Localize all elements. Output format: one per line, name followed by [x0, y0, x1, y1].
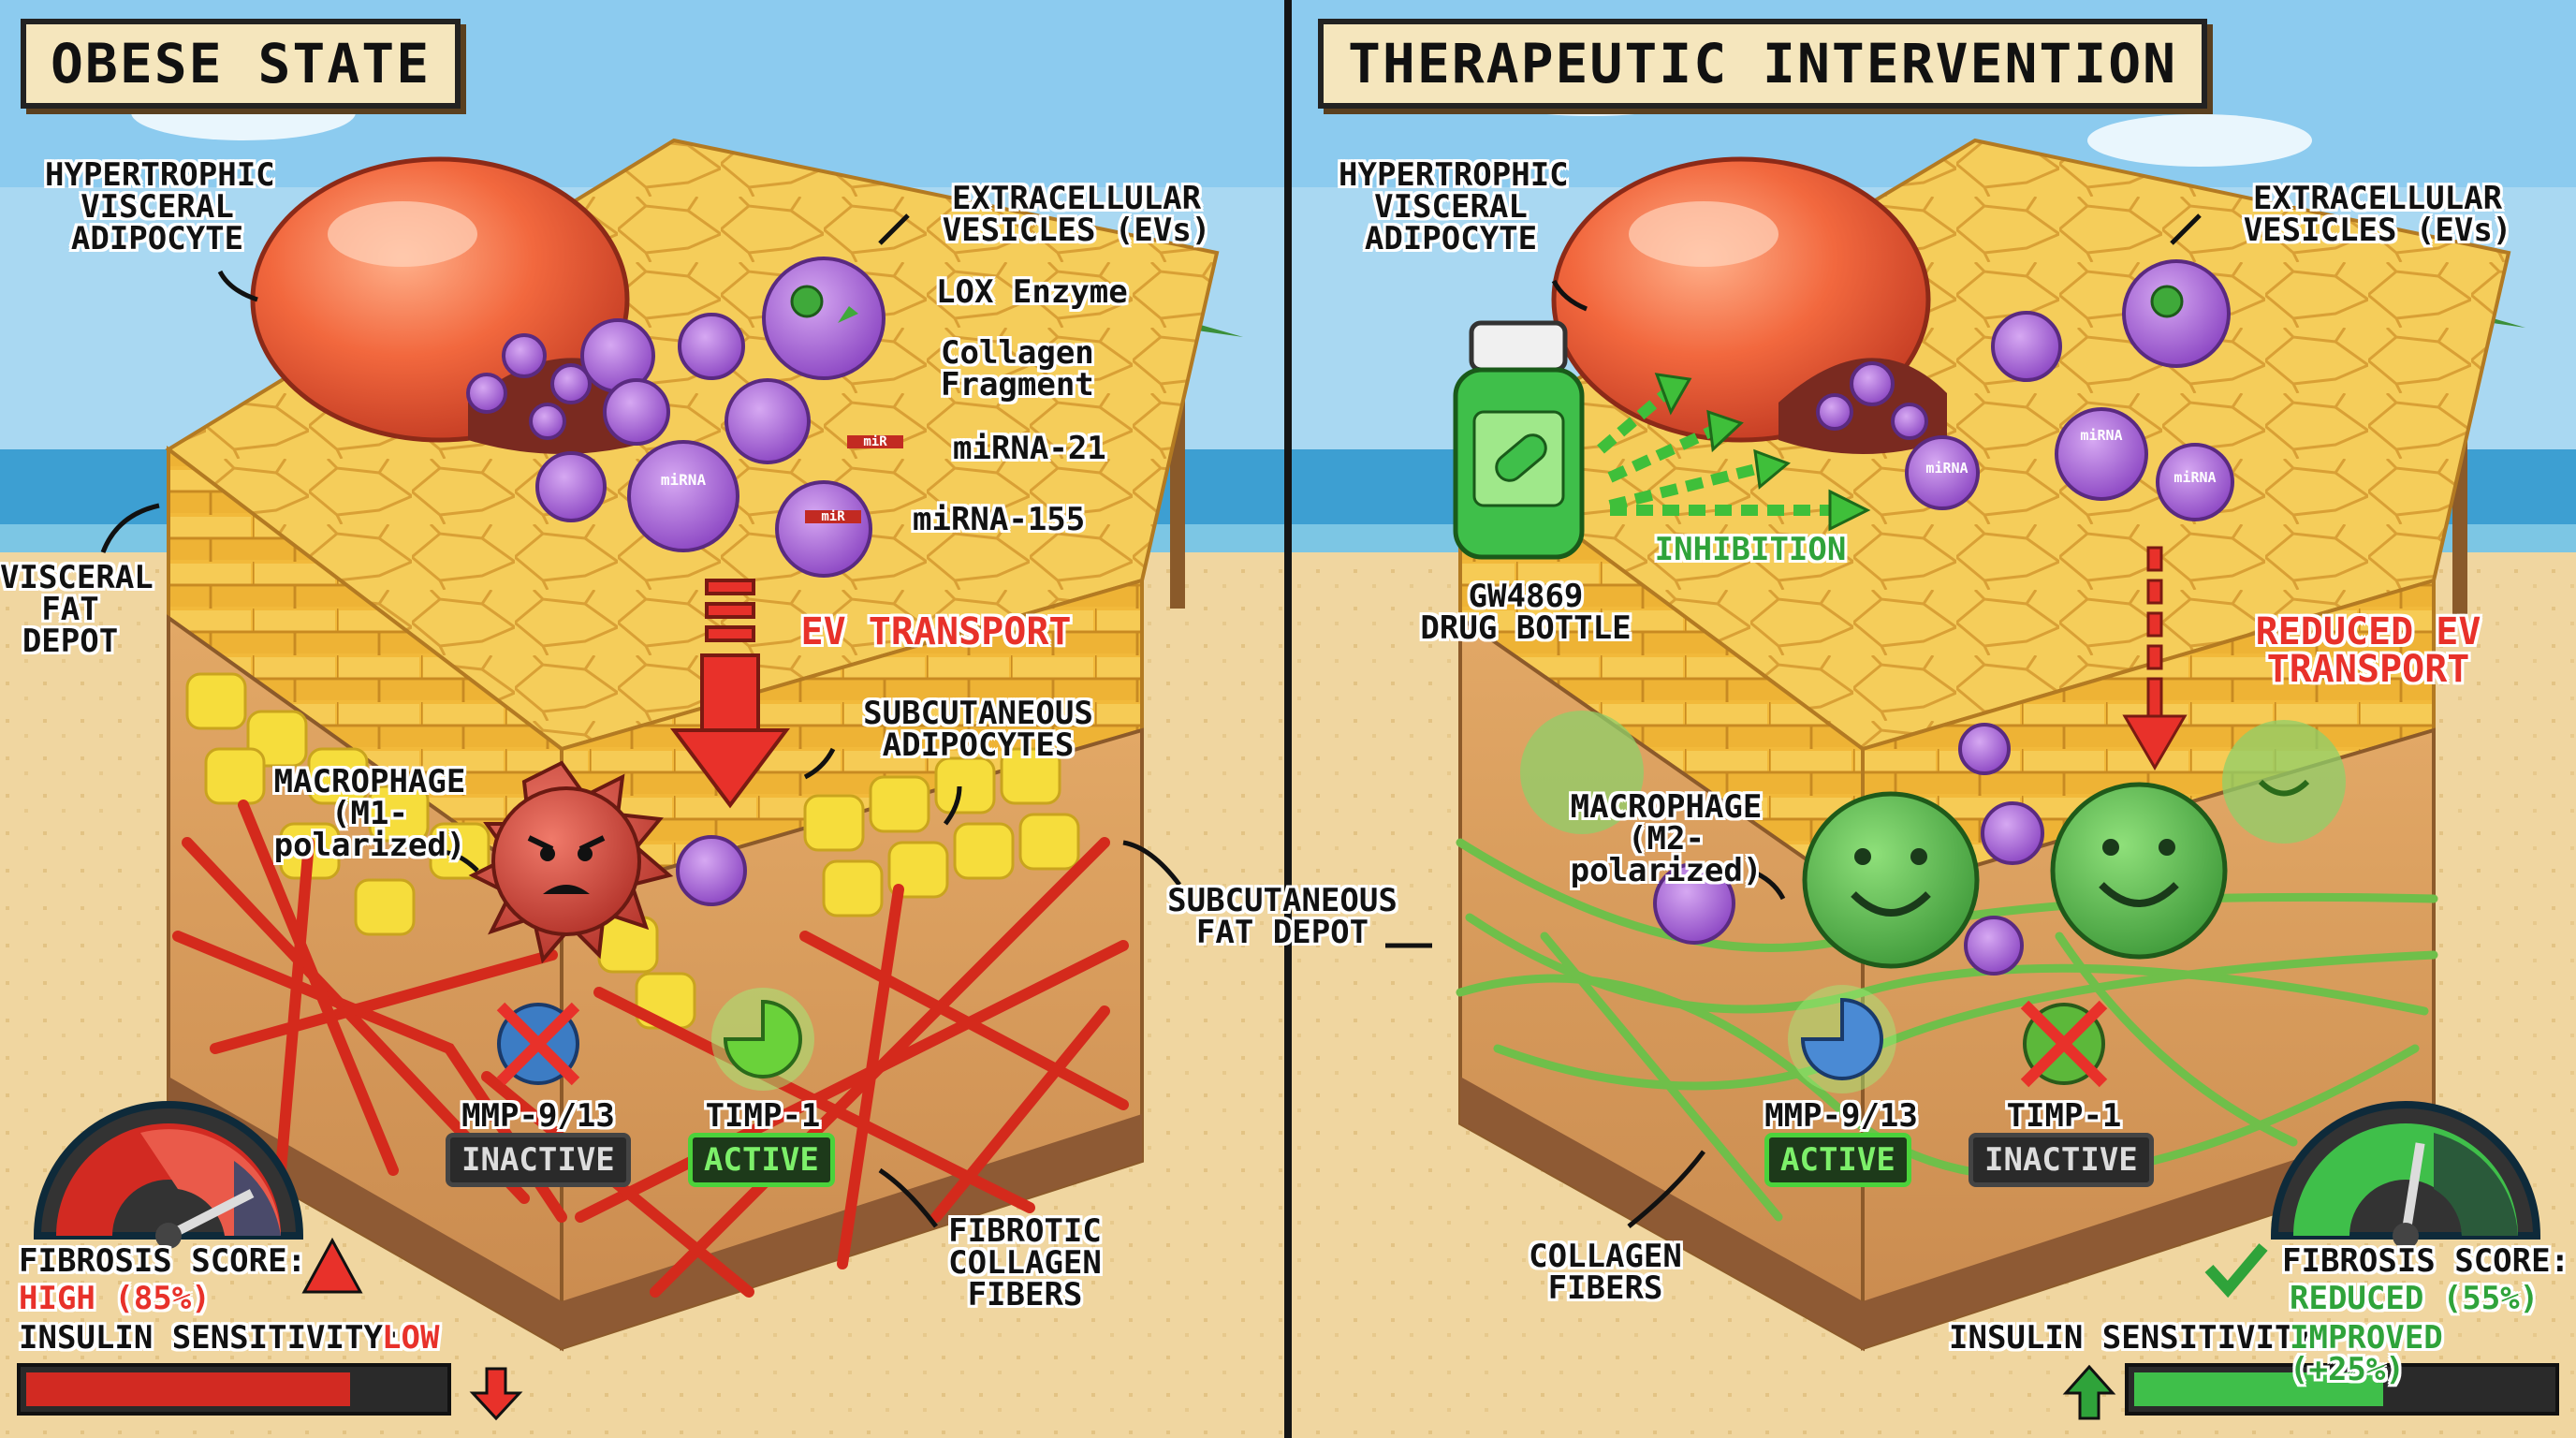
left-timp-icon [711, 988, 814, 1091]
right-fibrosis-gauge [2204, 1101, 2541, 1299]
left-insulin-bar [17, 1363, 523, 1421]
label-ev-transport: EV TRANSPORT [800, 610, 1072, 653]
right-fibrosis-score-value: REDUCED (55%) [2290, 1280, 2539, 1317]
right-insulin-sensitivity-label: INSULIN SENSITIVITY: [1949, 1319, 2333, 1357]
pointer-arrows [100, 213, 2202, 1228]
inhibition-arrows [1597, 389, 1835, 516]
label-lox-enzyme: LOX Enzyme [936, 273, 1128, 311]
left-insulin-sensitivity-label: INSULIN SENSITIVITY: [19, 1319, 402, 1357]
left-vesicle-mirna-text: miRNA [660, 471, 707, 489]
label-hypertrophic-adipocyte-right: HYPERTROPHIC VISCERAL ADIPOCYTE [1339, 156, 1569, 257]
right-vesicle-mirna-text: miRNA [1925, 460, 1969, 477]
m1-macrophage [468, 760, 747, 964]
label-reduced-ev-transport: REDUCED EV TRANSPORT [2255, 610, 2481, 691]
badge-timp-right-inactive: INACTIVE [1969, 1133, 2154, 1187]
right-vesicle-mirna-text-2: miRNA [2080, 427, 2123, 444]
label-gw4869-drug-bottle: GW4869 DRUG BOTTLE [1420, 578, 1632, 647]
label-extracellular-vesicles-left: EXTRACELLULAR VESICLES (EVs) [942, 180, 1211, 249]
badge-mmp-right-active: ACTIVE [1764, 1133, 1911, 1187]
left-insulin-sensitivity-value: LOW [382, 1319, 440, 1357]
right-panel-title: THERAPEUTIC INTERVENTION [1318, 19, 2208, 109]
ev-transport-arrow [670, 579, 790, 809]
label-mmp-right: MMP-9/13 [1764, 1097, 1918, 1135]
label-mirna-155: miRNA-155 [913, 501, 1086, 538]
right-vesicle-mirna-text-3: miRNA [2174, 469, 2217, 486]
subcutaneous-adipocyte-cells [185, 672, 1080, 1030]
label-timp-left: TIMP-1 [705, 1097, 821, 1135]
fibrotic-collagen-fibers [172, 800, 1129, 1298]
label-mirna-21: miRNA-21 [953, 430, 1106, 467]
label-timp-right: TIMP-1 [2006, 1097, 2122, 1135]
right-timp-icon [2020, 1000, 2108, 1088]
mirna-21-chip: miR [847, 435, 903, 448]
lox-enzyme-icon [790, 285, 824, 318]
label-extracellular-vesicles-right: EXTRACELLULAR VESICLES (EVs) [2243, 180, 2512, 249]
right-mmp-icon [1788, 985, 1896, 1093]
label-fibrotic-collagen: FIBROTIC COLLAGEN FIBERS [948, 1212, 1102, 1313]
label-inhibition: INHIBITION [1654, 531, 1847, 568]
left-fibrosis-score-label: FIBROSIS SCORE: [19, 1242, 307, 1280]
left-mmp-icon [496, 1002, 580, 1086]
right-vesicles [1653, 259, 2234, 976]
badge-mmp-left-inactive: INACTIVE [446, 1133, 631, 1187]
reduced-transport-arrow [2122, 546, 2188, 770]
label-collagen-fragment: Collagen Fragment [941, 334, 1094, 404]
left-vesicles [466, 257, 886, 578]
label-hypertrophic-adipocyte-left: HYPERTROPHIC VISCERAL ADIPOCYTE [45, 156, 275, 257]
left-fibrosis-gauge [33, 1101, 363, 1294]
right-fibrosis-score-label: FIBROSIS SCORE: [2282, 1242, 2570, 1280]
mirna-155-chip: miR [805, 510, 861, 523]
label-collagen-fibers: COLLAGEN FIBERS [1529, 1238, 1682, 1307]
right-insulin-sensitivity-value: IMPROVED (+25%) [2290, 1319, 2443, 1388]
right-insulin-bar [2062, 1363, 2559, 1420]
label-visceral-fat-depot: VISCERAL FAT DEPOT [0, 559, 154, 660]
left-fibrosis-score-value: HIGH (85%) [19, 1280, 211, 1317]
badge-timp-left-active: ACTIVE [688, 1133, 835, 1187]
label-subcutaneous-fat-depot: SUBCUTANEOUS FAT DEPOT [1167, 882, 1398, 951]
label-subcutaneous-adipocytes: SUBCUTANEOUS ADIPOCYTES [863, 695, 1093, 764]
gw4869-drug-bottle-icon [1453, 320, 1585, 560]
left-panel-title: OBESE STATE [21, 19, 461, 109]
label-mmp-left: MMP-9/13 [461, 1097, 615, 1135]
m2-macrophages [1520, 711, 2346, 969]
label-m1-macrophage: MACROPHAGE (M1-polarized) [273, 763, 466, 864]
label-m2-macrophage: MACROPHAGE (M2-polarized) [1570, 788, 1763, 889]
